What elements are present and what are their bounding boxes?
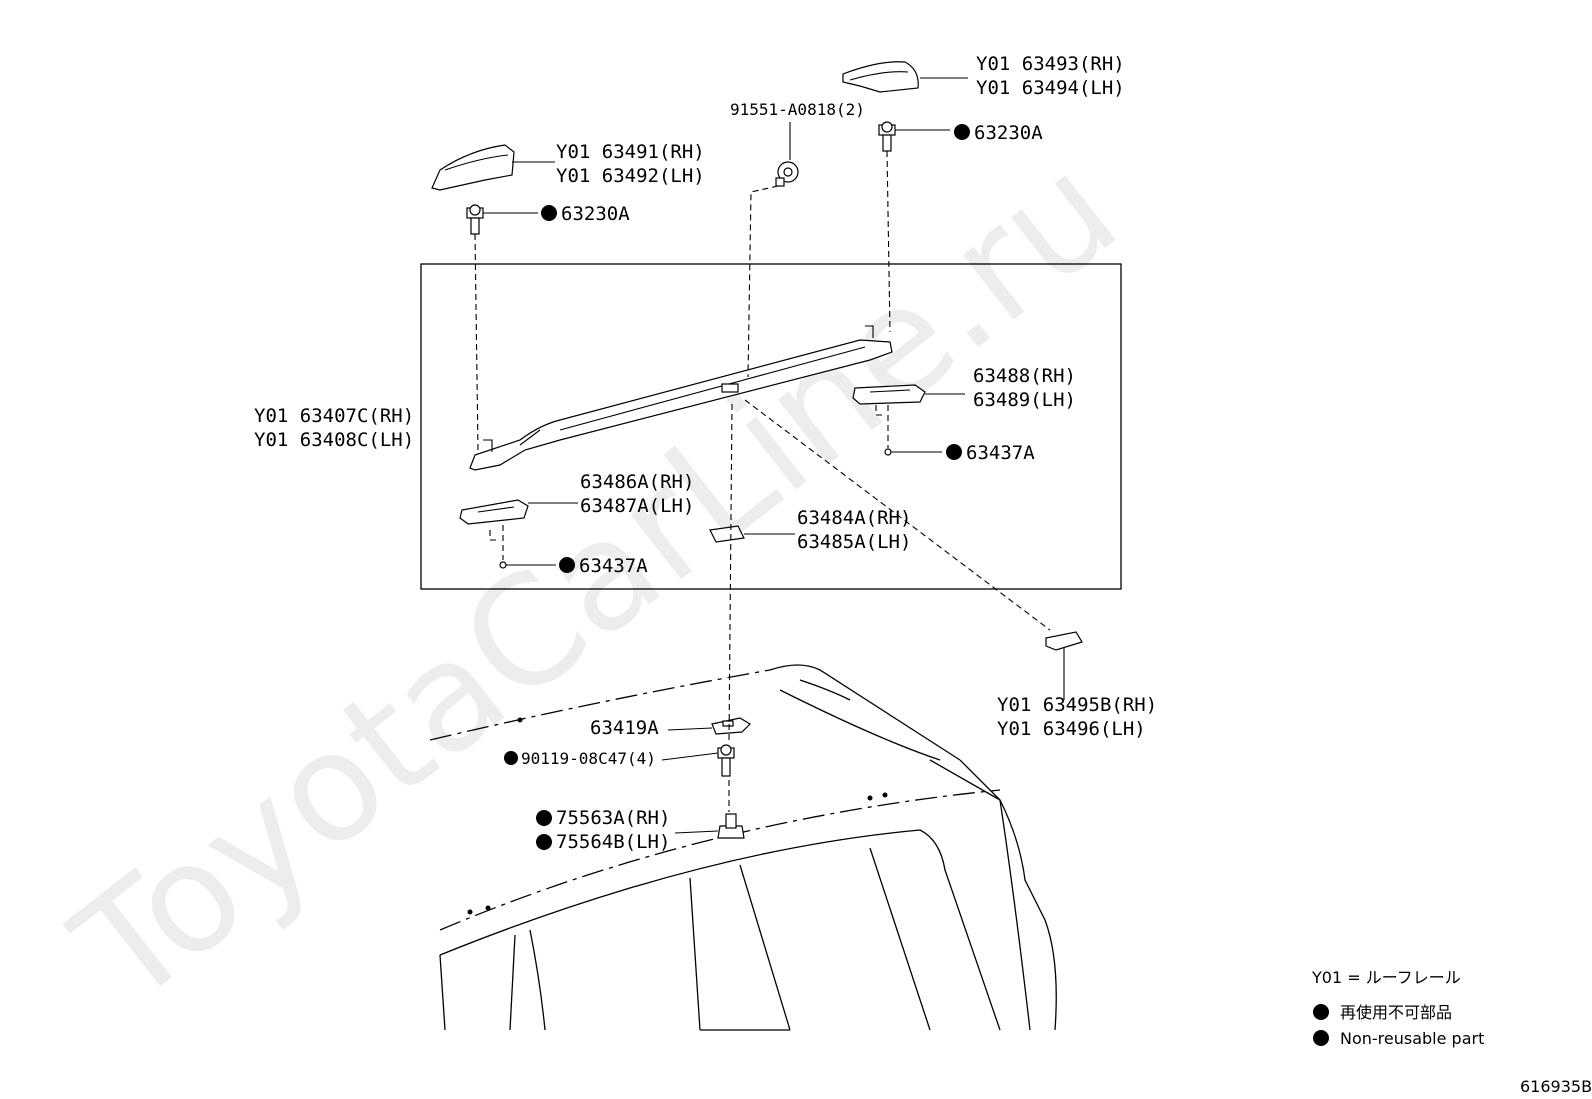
seal-part [711, 717, 751, 735]
label-nut-rh: 75563A(RH) [556, 807, 670, 829]
legend-y01: Y01 = ルーフレール [1311, 968, 1461, 987]
rail-assembly-frame [420, 263, 1122, 590]
label-front-cover-lh: Y01 63492(LH) [556, 165, 705, 187]
rear-pad-part [852, 384, 926, 456]
label-ring-rear: 63437A [966, 442, 1035, 464]
label-front-cover-rh: Y01 63491(RH) [556, 141, 705, 163]
legend-bullet-icon [1313, 1004, 1329, 1020]
legend-bullet-icon [1313, 1030, 1329, 1046]
label-bolt-rear: 63230A [974, 122, 1043, 144]
screw-part [717, 744, 735, 777]
label-clip: 91551-A0818(2) [730, 100, 865, 119]
label-end-cap-rh: Y01 63495B(RH) [997, 694, 1157, 716]
non-reusable-marker [541, 205, 557, 221]
label-pad-rear-rh: 63488(RH) [973, 365, 1076, 387]
label-rail-lh: Y01 63408C(LH) [254, 429, 414, 451]
end-cap-part [1045, 631, 1083, 651]
label-ring-front: 63437A [579, 555, 648, 577]
nut-part [717, 813, 745, 839]
label-screw: 90119-08C47(4) [521, 749, 656, 768]
roof-rail [469, 325, 893, 471]
legend: Y01 = ルーフレール 再使用不可部品 Non-reusable part [1311, 968, 1484, 1048]
front-bolt [466, 204, 484, 235]
label-bolt-front: 63230A [561, 203, 630, 225]
label-nut-lh: 75564B(LH) [556, 831, 670, 853]
label-pad-front-rh: 63486A(RH) [580, 471, 694, 493]
part-labels: Y01 63493(RH) Y01 63494(LH) 91551-A0818(… [254, 53, 1157, 853]
vehicle-body [429, 664, 1057, 1031]
non-reusable-marker [954, 124, 970, 140]
diagram-id: 616935B [1520, 1077, 1592, 1096]
rear-cover-part [842, 61, 919, 93]
non-reusable-marker [536, 834, 552, 850]
label-rear-cover-rh: Y01 63493(RH) [976, 53, 1125, 75]
label-pad-front-lh: 63487A(LH) [580, 495, 694, 517]
label-rail-rh: Y01 63407C(RH) [254, 405, 414, 427]
non-reusable-marker [504, 751, 518, 765]
label-end-cap-lh: Y01 63496(LH) [997, 718, 1146, 740]
front-cover-part [431, 144, 515, 191]
label-pad-center-rh: 63484A(RH) [797, 507, 911, 529]
non-reusable-marker [559, 557, 575, 573]
assembly-guides [474, 150, 1051, 812]
clip-nut [775, 161, 799, 187]
non-reusable-marker [946, 444, 962, 460]
non-reusable-marker [536, 810, 552, 826]
watermark: ToyotaCarLine.ru [44, 123, 1148, 1039]
legend-non-reusable-jp: 再使用不可部品 [1340, 1003, 1452, 1022]
leader-lines [483, 77, 1065, 834]
label-pad-center-lh: 63485A(LH) [797, 531, 911, 553]
rear-bolt [878, 121, 896, 152]
front-pad-part [459, 499, 529, 569]
label-rear-cover-lh: Y01 63494(LH) [976, 77, 1125, 99]
legend-non-reusable-en: Non-reusable part [1340, 1029, 1484, 1048]
center-pad-part [709, 525, 745, 543]
label-pad-rear-lh: 63489(LH) [973, 389, 1076, 411]
label-seal: 63419A [590, 717, 659, 739]
